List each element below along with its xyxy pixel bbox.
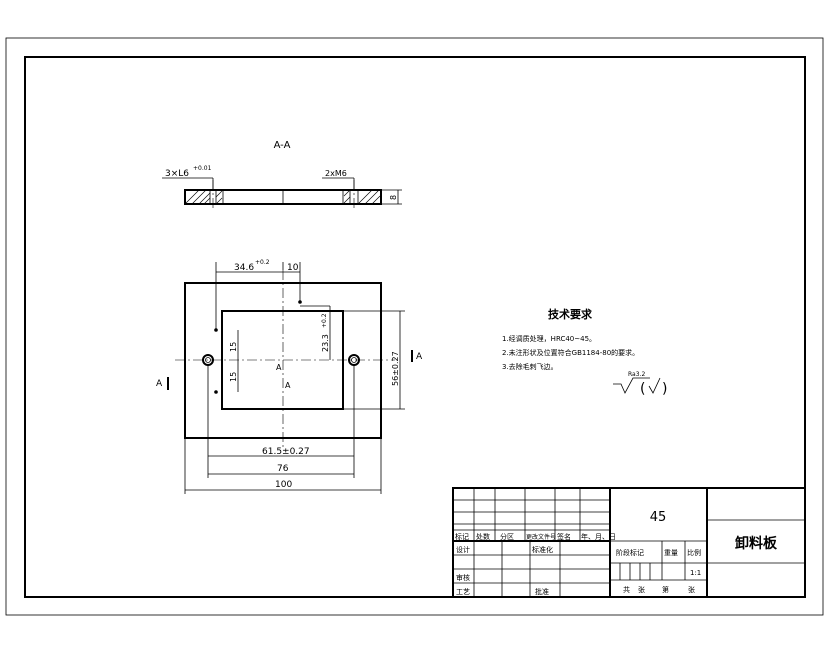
dim-23-3-tol: +0.2 <box>321 313 328 328</box>
pin-hole-2 <box>214 390 218 394</box>
label-shenhe: 审核 <box>456 573 470 582</box>
roughness-value: Ra3.2 <box>628 371 645 378</box>
label-pizhun: 批准 <box>535 587 549 596</box>
tech-req-heading: 技术要求 <box>548 307 593 321</box>
section-view: A-A 3×L6 <box>162 140 402 210</box>
label-sheji: 设计 <box>456 545 470 554</box>
label-biaoji: 标记 <box>455 532 469 541</box>
label-chushu: 处数 <box>476 532 490 541</box>
plan-view: 34.6 +0.2 10 23.3 +0.2 15 15 56±0.27 61.… <box>156 259 423 494</box>
dim-56: 56±0.27 <box>391 351 400 386</box>
section-mark-left: A <box>156 379 163 389</box>
scale-text: 1:1 <box>690 569 701 577</box>
label-date: 年、月、日 <box>581 532 616 541</box>
label-gongyi: 工艺 <box>456 588 470 596</box>
holes-left-tolerance: +0.01 <box>193 165 212 172</box>
part-name-text: 卸料板 <box>735 535 778 552</box>
outer-frame <box>5 37 824 616</box>
tech-req-item-1: 1.经调质处理，HRC40~45。 <box>502 334 596 343</box>
thread-right-label: 2xM6 <box>325 169 347 178</box>
dim-34-6: 34.6 <box>234 263 254 273</box>
label-gong: 共 <box>623 585 630 594</box>
inner-frame <box>24 56 806 598</box>
section-title: A-A <box>274 140 291 151</box>
label-fenqu: 分区 <box>500 532 514 541</box>
label-biaozhunhua: 标准化 <box>532 545 553 554</box>
section-mark-center: A <box>276 363 282 372</box>
dim-100: 100 <box>275 480 292 490</box>
section-hatch-left <box>185 189 223 205</box>
thickness-dim: 8 <box>389 195 398 200</box>
label-zhongliang: 重量 <box>664 549 678 557</box>
roughness-paren-close: ) <box>662 381 667 397</box>
section-mark-bottom: A <box>285 381 291 390</box>
dim-61-5: 61.5±0.27 <box>262 447 310 457</box>
label-bili: 比例 <box>687 548 701 557</box>
dim-15-bottom: 15 <box>229 372 238 382</box>
dim-76: 76 <box>277 464 289 474</box>
roughness-paren-open: ( <box>640 381 645 397</box>
section-mark-right: A <box>416 352 423 362</box>
dim-34-6-tol: +0.2 <box>255 259 270 266</box>
label-jieduan: 阶段标记 <box>616 548 644 557</box>
technical-requirements: 技术要求 1.经调质处理，HRC40~45。 2.未注形状及位置符合GB1184… <box>502 307 667 397</box>
label-wenjian: 更改文件号 <box>526 533 556 541</box>
dim-23-3: 23.3 <box>321 334 330 352</box>
title-block: 45 卸料板 1:1 标记 处数 分区 更改文件号 签名 年、月、日 设计 标准… <box>452 487 806 598</box>
dim-15-top: 15 <box>229 342 238 352</box>
label-zhang1: 张 <box>638 585 645 594</box>
tech-req-item-3: 3.去除毛刺飞边。 <box>502 362 558 371</box>
section-hatch-right <box>343 189 381 205</box>
material-text: 45 <box>650 510 667 525</box>
label-zhang2: 张 <box>688 585 695 594</box>
roughness-symbol: Ra3.2 ( ) <box>613 371 667 397</box>
dim-10: 10 <box>287 263 299 273</box>
tech-req-item-2: 2.未注形状及位置符合GB1184-80的要求。 <box>502 348 639 357</box>
label-di: 第 <box>662 585 669 594</box>
holes-left-label: 3×L6 <box>165 169 189 179</box>
label-qianming: 签名 <box>557 532 571 541</box>
